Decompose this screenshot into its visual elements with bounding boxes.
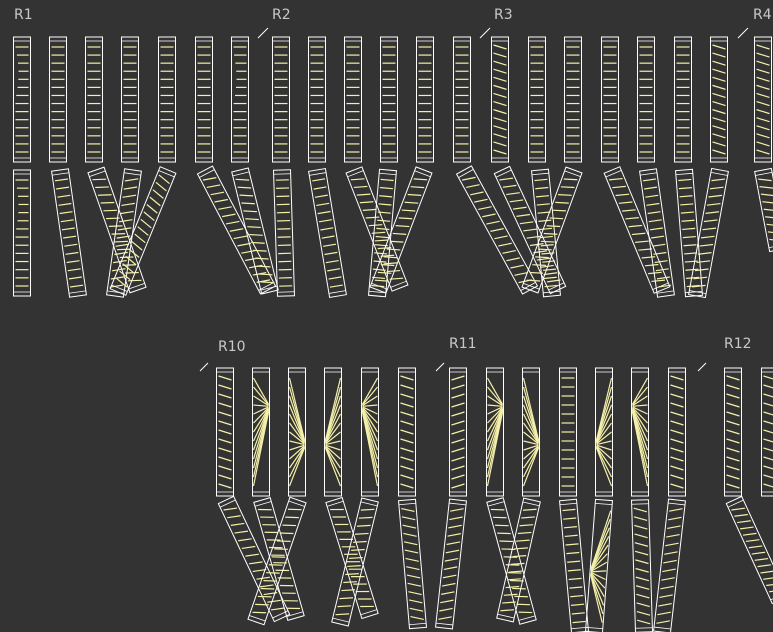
strip-top-row2-5 [110, 167, 176, 295]
strip-top-row1-19 [675, 37, 692, 162]
strip-top-row2-12 [370, 167, 432, 293]
tick-mark-r3 [480, 28, 490, 38]
strip-bottom-row2-14 [726, 496, 773, 603]
strip-bottom-row1-5 [362, 368, 379, 496]
strip-bottom-row1-1 [217, 368, 234, 496]
strip-top-row1-4 [122, 37, 139, 162]
strip-top-row1-8 [273, 37, 290, 162]
strip-top-row1-17 [602, 37, 619, 162]
strip-top-row1-14 [492, 37, 509, 162]
strip-top-row2-3 [88, 167, 146, 293]
strip-top-row1-3 [86, 37, 103, 162]
strip-bottom-row1-10 [560, 368, 577, 496]
strip-bottom-row2-9 [497, 498, 541, 622]
strip-top-row1-7 [232, 37, 249, 162]
strip-top-row1-20 [711, 37, 728, 162]
strip-bottom-row2-7 [436, 499, 467, 629]
strip-bottom-row1-8 [487, 368, 504, 496]
tick-mark-r11 [436, 363, 444, 371]
strip-bottom-row2-8 [487, 498, 536, 624]
strip-top-row1-1 [14, 37, 31, 162]
strip-top-row1-10 [345, 37, 362, 162]
strip-bottom-row1-9 [523, 368, 540, 496]
strip-top-row1-2 [50, 37, 67, 162]
strip-top-row1-9 [309, 37, 326, 162]
strip-bottom-row2-6 [399, 499, 427, 628]
tick-mark-r10 [200, 363, 208, 371]
strip-bottom-row1-13 [669, 368, 686, 496]
strip-bottom-row1-7 [450, 368, 467, 496]
strip-top-row2-21 [755, 168, 773, 251]
strip-top-row2-14 [494, 166, 565, 293]
strip-bottom-row2-2 [254, 498, 304, 621]
strip-bottom-row1-12 [632, 368, 649, 496]
tick-mark-r2 [258, 28, 268, 38]
strip-top-row1-21 [755, 37, 772, 162]
strip-bottom-row1-11 [596, 368, 613, 496]
tick-mark-r12 [698, 363, 706, 371]
strip-top-row1-16 [565, 37, 582, 162]
strip-top-row2-8 [274, 170, 295, 297]
strip-top-row2-20 [689, 168, 729, 297]
strip-bottom-row1-4 [325, 368, 342, 496]
strip-top-row2-9 [309, 169, 347, 298]
strip-top-row1-11 [381, 37, 398, 162]
strip-top-row2-19 [676, 169, 703, 296]
tick-mark-r4 [738, 28, 748, 38]
strip-bottom-row2-11 [586, 499, 613, 632]
strip-top-row1-5 [159, 37, 176, 162]
strip-bottom-row2-12 [632, 500, 653, 632]
strip-top-row2-15 [532, 169, 561, 297]
strip-top-row2-13 [457, 166, 538, 294]
strip-top-row1-6 [196, 37, 213, 162]
strip-bottom-row1-3 [289, 368, 306, 496]
strip-top-row1-15 [529, 37, 546, 162]
strip-top-row1-12 [417, 37, 434, 162]
strip-bottom-row1-15 [762, 368, 773, 496]
strip-bottom-row1-14 [725, 368, 742, 496]
strip-top-row2-2 [52, 169, 87, 297]
strip-bottom-row2-10 [560, 499, 589, 632]
strip-top-row2-17 [604, 167, 670, 294]
strip-bottom-row1-6 [399, 368, 416, 496]
strip-bottom-row1-2 [253, 368, 270, 496]
strip-bottom-row2-3 [248, 497, 306, 625]
strip-top-row1-13 [454, 37, 471, 162]
strip-top-row1-18 [638, 37, 655, 162]
strip-bottom-row2-13 [654, 499, 686, 632]
strip-top-row2-1 [14, 170, 31, 296]
